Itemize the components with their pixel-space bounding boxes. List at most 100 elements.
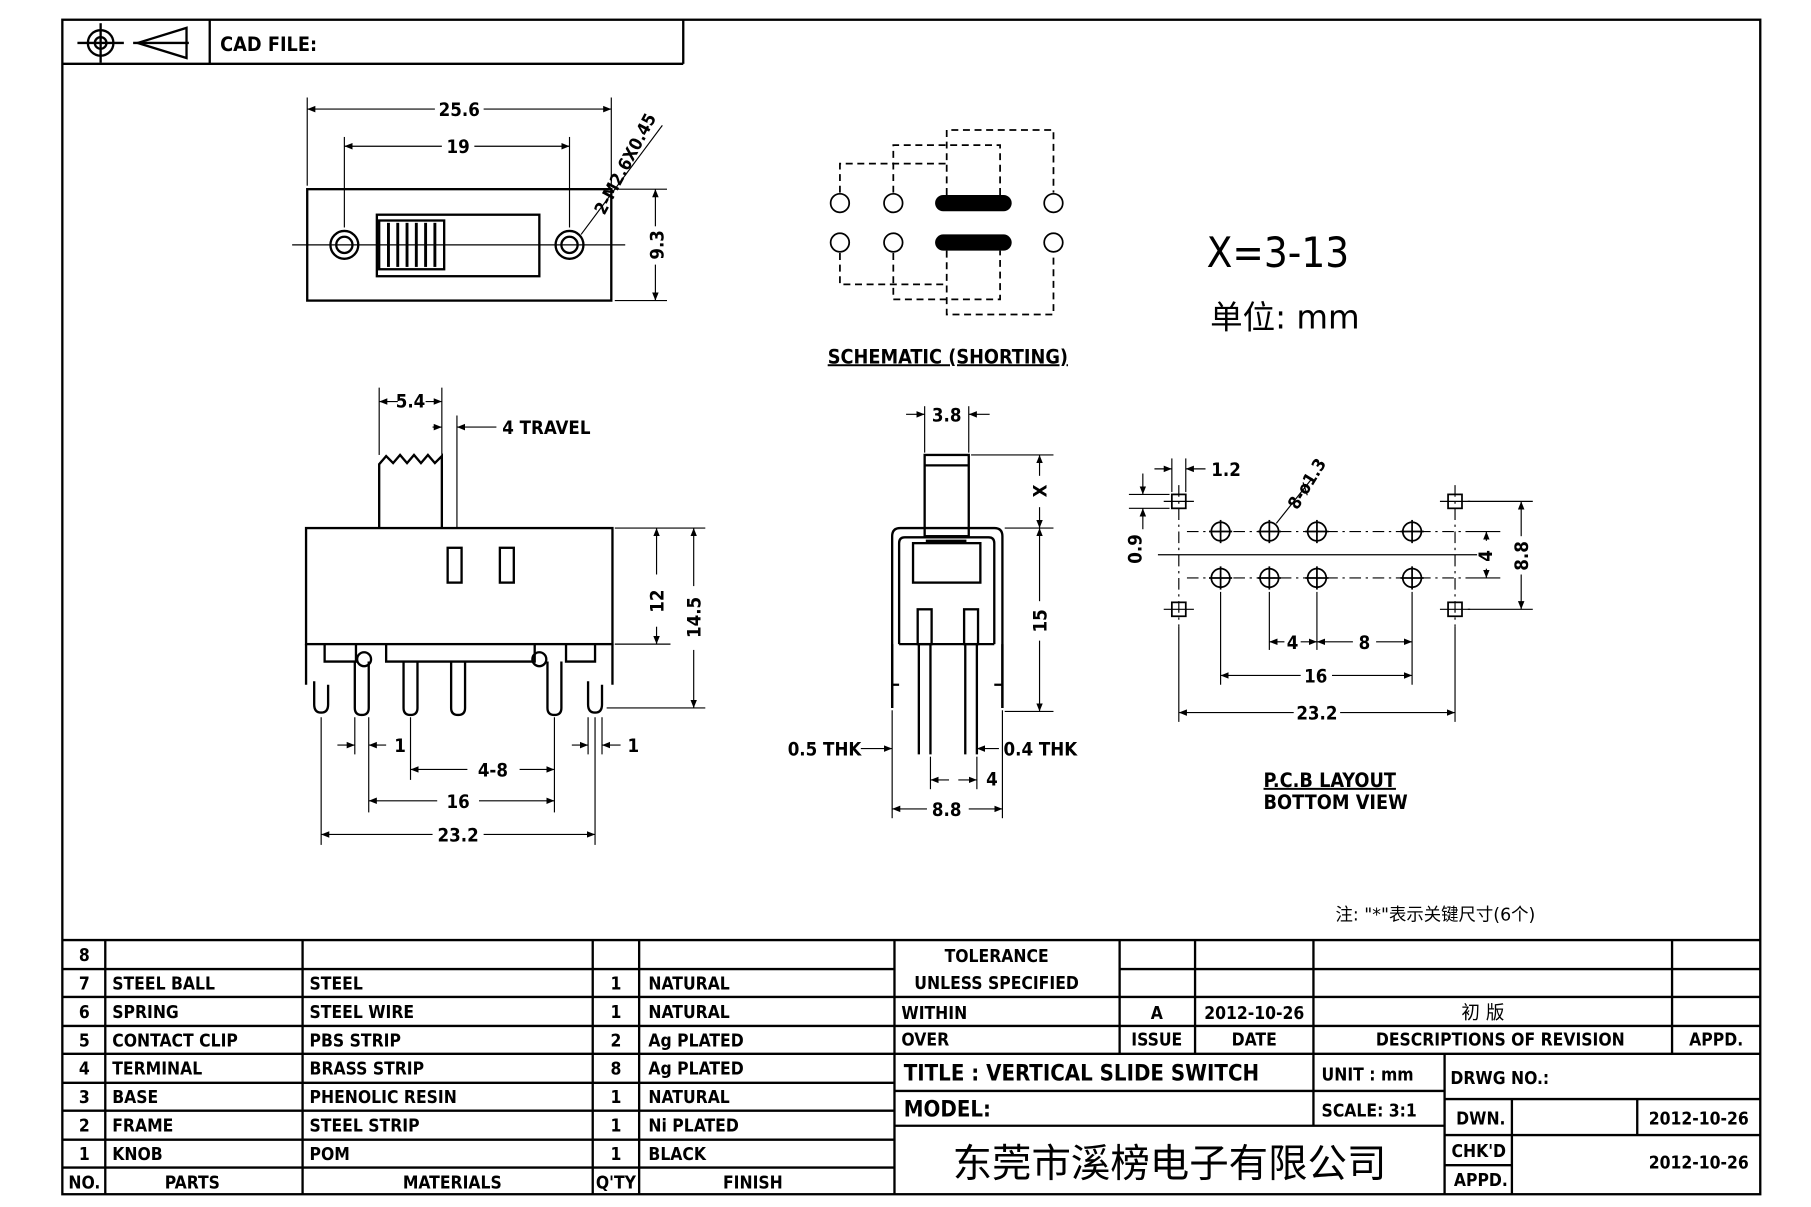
bom-cell-material: STEEL (310, 974, 363, 994)
key-dimension-note: 注: "*"表示关键尺寸(6个) (1335, 905, 1535, 925)
header-approved: APPD. (1689, 1031, 1743, 1051)
title-block: TOLERANCE UNLESS SPECIFIED WITHIN OVER A… (901, 947, 1748, 1191)
dim-travel: 4 TRAVEL (502, 418, 591, 439)
dim-pin-width-right: 1 (628, 736, 640, 757)
bom-cell-part: TERMINAL (112, 1060, 202, 1080)
checked-label: CHK'D (1452, 1142, 1506, 1162)
bom-cell-part: STEEL BALL (112, 974, 215, 994)
pcb-dim-hole-count: 8-ø1.3 (1284, 455, 1331, 513)
dim-body-height: 12 (648, 590, 669, 613)
end-view (860, 406, 1054, 819)
bom-header-materials: MATERIALS (403, 1173, 502, 1193)
dim-end-width: 8.8 (932, 800, 962, 821)
bom-cell-part: FRAME (112, 1117, 173, 1137)
bom-header-finish: FINISH (723, 1173, 783, 1193)
projection-symbol-icon (77, 23, 189, 63)
bom-header-qty: Q'TY (596, 1173, 637, 1193)
bom-cell-no: 7 (79, 974, 90, 994)
top-view (292, 97, 668, 302)
bom-cell-no: 8 (79, 946, 90, 966)
pcb-dim-col-pitch-4: 4 (1287, 633, 1299, 654)
bom-cell-material: PHENOLIC RESIN (310, 1088, 457, 1108)
bom-cell-material: PBS STRIP (310, 1031, 401, 1051)
header-date: DATE (1232, 1031, 1277, 1051)
revision-issue: A (1151, 1004, 1164, 1024)
revision-description: 初 版 (1461, 1003, 1504, 1024)
header-issue: ISSUE (1131, 1031, 1182, 1051)
pcb-dim-overall: 23.2 (1296, 704, 1337, 725)
bom-cell-no: 1 (79, 1145, 90, 1165)
dim-knob-thickness: 3.8 (932, 405, 962, 426)
tolerance-label: TOLERANCE (945, 947, 1049, 967)
drawing-title: TITLE : VERTICAL SLIDE SWITCH (904, 1061, 1259, 1086)
bom-cell-finish: NATURAL (648, 974, 729, 994)
dim-knob-x: X (1031, 484, 1052, 497)
bom-cell-material: STEEL WIRE (310, 1003, 415, 1023)
dim-end-height: 15 (1031, 609, 1052, 632)
bom-header-no: NO. (68, 1173, 100, 1193)
pcb-dim-pad-offset: 0.9 (1126, 534, 1147, 564)
bom-cell-material: POM (310, 1145, 350, 1165)
scale-label: SCALE: 3:1 (1322, 1101, 1417, 1121)
bom-cell-part: SPRING (112, 1003, 179, 1023)
dim-knob-width: 5.4 (396, 391, 426, 412)
pcb-caption: P.C.B LAYOUT (1264, 769, 1396, 792)
pcb-layout (1128, 458, 1533, 722)
schematic (829, 129, 1064, 316)
unit-label: 单位: mm (1210, 298, 1360, 336)
x-range-label: X=3-13 (1207, 228, 1350, 277)
bom-cell-qty: 1 (610, 974, 621, 994)
bom-cell-qty: 1 (610, 1145, 621, 1165)
cad-file-label: CAD FILE: (220, 33, 317, 56)
company-name: 东莞市溪榜电子有限公司 (953, 1141, 1387, 1187)
tolerance-unless-label: UNLESS SPECIFIED (914, 974, 1079, 994)
bom-cell-material: STEEL STRIP (310, 1117, 420, 1137)
bom-header-parts: PARTS (165, 1173, 220, 1193)
schematic-caption: SCHEMATIC (SHORTING) (828, 345, 1068, 368)
pcb-dim-pad-width: 1.2 (1211, 460, 1241, 481)
bom-cell-qty: 1 (610, 1003, 621, 1023)
dim-pin-width-left: 1 (394, 736, 406, 757)
dim-overall-width: 25.6 (439, 100, 480, 121)
tolerance-over-label: OVER (901, 1031, 949, 1051)
dim-side-overall: 23.2 (438, 825, 479, 846)
bom-cell-finish: NATURAL (648, 1088, 729, 1108)
pcb-dim-row-pitch: 4 (1476, 550, 1497, 562)
bom-cell-finish: Ni PLATED (648, 1117, 738, 1137)
header-description: DESCRIPTIONS OF REVISION (1376, 1031, 1625, 1051)
bom-cell-finish: NATURAL (648, 1003, 729, 1023)
pcb-dim-total-height: 8.8 (1512, 541, 1533, 571)
thk-right-label: 0.4 THK (1004, 740, 1079, 761)
title-block-grid (62, 938, 1761, 1195)
dim-top-height: 9.3 (648, 230, 669, 260)
dim-pin-pitch: 4-8 (478, 760, 508, 781)
drawn-label: DWN. (1456, 1110, 1505, 1130)
pcb-dim-span: 16 (1304, 666, 1327, 687)
approved-label: APPD. (1454, 1171, 1508, 1191)
thk-left-label: 0.5 THK (788, 740, 863, 761)
bom-cell-no: 5 (79, 1031, 90, 1051)
pcb-caption-view: BOTTOM VIEW (1264, 791, 1409, 814)
side-view (304, 387, 706, 845)
bom-cell-finish: BLACK (648, 1145, 706, 1165)
sheet-border (61, 18, 1762, 1196)
bom-cell-part: KNOB (112, 1145, 162, 1165)
bom-cell-no: 3 (79, 1088, 90, 1108)
bom-cell-no: 6 (79, 1003, 90, 1023)
drawing-unit: UNIT : mm (1322, 1065, 1414, 1085)
drawn-date: 2012-10-26 (1649, 1110, 1749, 1130)
header-box (62, 19, 685, 65)
bom-cell-qty: 2 (610, 1031, 621, 1051)
bom-cell-finish: Ag PLATED (648, 1031, 743, 1051)
bom-cell-part: CONTACT CLIP (112, 1031, 238, 1051)
bom-cell-no: 4 (79, 1060, 90, 1080)
bom-cell-part: BASE (112, 1088, 158, 1108)
model-label: MODEL: (904, 1097, 991, 1122)
bom-cell-qty: 1 (610, 1088, 621, 1108)
bom-cell-qty: 8 (610, 1060, 621, 1080)
approved-date: 2012-10-26 (1649, 1154, 1749, 1174)
drawing-number-label: DRWG NO.: (1450, 1069, 1549, 1089)
bom-cell-qty: 1 (610, 1117, 621, 1137)
